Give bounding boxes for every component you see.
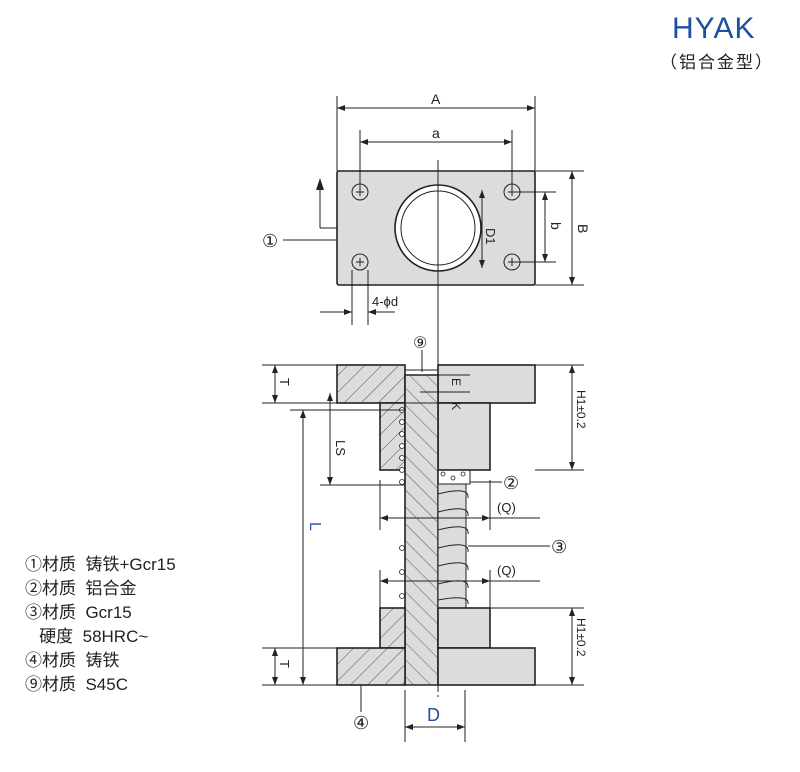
dim-Q-bottom: (Q) bbox=[497, 563, 516, 578]
model-title: HYAK bbox=[672, 12, 756, 45]
legend-item: ③材质 Gcr15 bbox=[25, 603, 132, 622]
dim-K: K bbox=[449, 402, 463, 410]
material-legend: ①材质 铸铁+Gcr15 ②材质 铝合金 ③材质 Gcr15 硬度 58HRC~… bbox=[25, 553, 176, 697]
dim-A: A bbox=[431, 91, 441, 107]
callout-2: ② bbox=[503, 473, 519, 493]
legend-item: ④材质 铸铁 bbox=[25, 651, 120, 670]
bottom-flange bbox=[437, 647, 536, 686]
dim-Q-top: (Q) bbox=[497, 500, 516, 515]
shaft bbox=[404, 374, 439, 686]
model-subtitle: （铝合金型） bbox=[660, 53, 774, 72]
dim-a: a bbox=[432, 125, 440, 141]
bottom-boss-section bbox=[379, 607, 406, 649]
callout-1: ① bbox=[262, 231, 278, 251]
callout-4: ④ bbox=[353, 713, 369, 733]
legend-item: 硬度 58HRC~ bbox=[25, 627, 149, 646]
dim-b: b bbox=[548, 222, 564, 230]
dim-H1-top: H1±0.2 bbox=[574, 390, 588, 429]
dim-E: E bbox=[449, 378, 463, 386]
dim-hole: 4-ϕd bbox=[372, 294, 398, 309]
callout-3: ③ bbox=[551, 537, 567, 557]
dim-T-top: T bbox=[277, 378, 292, 386]
dim-L: L bbox=[306, 522, 323, 531]
bottom-boss bbox=[437, 607, 491, 649]
legend-item: ①材质 铸铁+Gcr15 bbox=[25, 555, 176, 574]
callout-9: ⑨ bbox=[413, 335, 427, 352]
bottom-flange-section bbox=[336, 647, 406, 686]
ball-bearings bbox=[399, 407, 405, 599]
section-view: T LS L E K (Q) (Q) H1±0.2 H1±0.2 T D ⑨ ② bbox=[262, 335, 588, 742]
dim-T-bottom: T bbox=[277, 660, 292, 668]
direction-arrow-icon bbox=[316, 178, 324, 190]
dim-D1: D1 bbox=[483, 228, 498, 245]
dim-B: B bbox=[575, 224, 591, 233]
top-flange-section bbox=[336, 364, 406, 404]
top-boss bbox=[437, 402, 491, 471]
spring bbox=[437, 483, 469, 609]
dim-D: D bbox=[427, 705, 440, 725]
legend-item: ②材质 铝合金 bbox=[25, 579, 137, 598]
top-view: A a B b D1 4-ϕd ① bbox=[262, 91, 591, 360]
legend-item: ⑨材质 S45C bbox=[25, 675, 128, 694]
dim-LS: LS bbox=[333, 440, 348, 456]
dim-H1-bottom: H1±0.2 bbox=[574, 618, 588, 657]
